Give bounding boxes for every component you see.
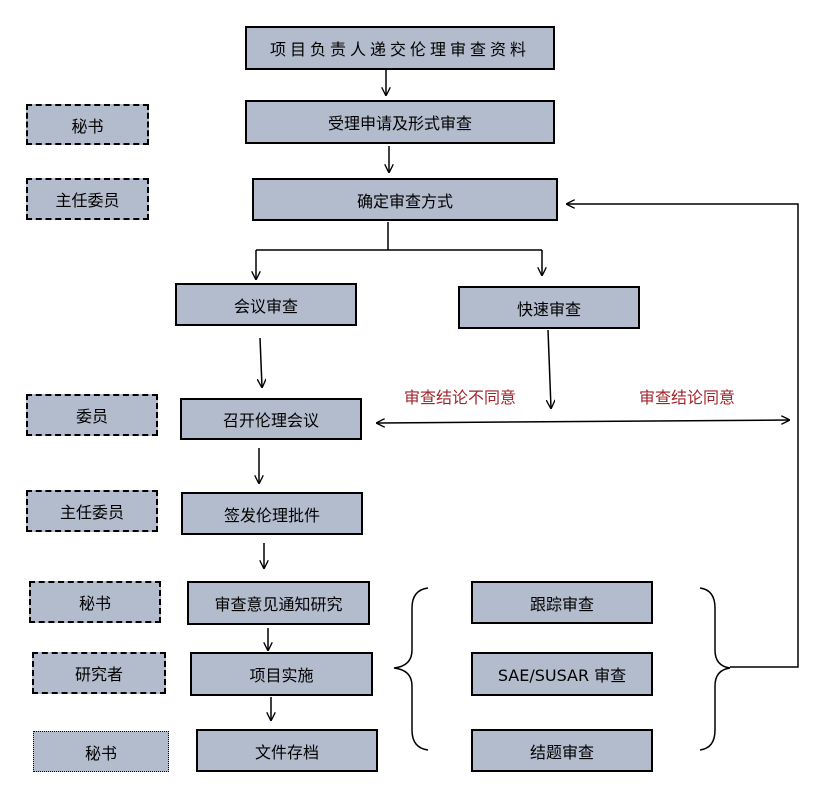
fast-review-step: 快速审查 [458, 286, 640, 329]
file-archive-step: 文件存档 [196, 729, 378, 772]
role-chair: 主任委员 [26, 490, 158, 532]
project-implement-step: 项目实施 [190, 652, 373, 696]
role-researcher: 研究者 [32, 652, 166, 694]
loop-line [567, 204, 799, 668]
tracking-review-step: 跟踪审查 [471, 581, 653, 624]
role-member: 委员 [26, 394, 158, 436]
arrow-fast-down [548, 329, 551, 408]
arrow-double-horizontal [377, 420, 789, 423]
sign-approval-step: 签发伦理批件 [181, 492, 363, 535]
role-secretary: 秘书 [33, 731, 169, 772]
right-brace [699, 587, 731, 751]
hold-meeting-step: 召开伦理会议 [180, 398, 362, 440]
disagree-label: 审查结论不同意 [404, 388, 517, 407]
accept-review-step: 受理申请及形式审查 [245, 100, 555, 144]
role-chair: 主任委员 [26, 178, 149, 220]
arrow-meeting-to-hold [260, 337, 262, 387]
left-brace [393, 587, 429, 751]
role-secretary: 秘书 [29, 581, 161, 623]
role-secretary: 秘书 [26, 104, 149, 145]
determine-method-step: 确定审查方式 [252, 178, 558, 221]
notify-researcher-step: 审查意见通知研究 [187, 581, 370, 625]
agree-label: 审查结论同意 [639, 388, 736, 407]
submit-materials-step: 项目负责人递交伦理审查资料 [245, 26, 555, 70]
meeting-review-step: 会议审查 [175, 283, 357, 326]
closing-review-step: 结题审查 [471, 729, 653, 772]
sae-susar-review-step: SAE/SUSAR 审查 [471, 652, 653, 696]
